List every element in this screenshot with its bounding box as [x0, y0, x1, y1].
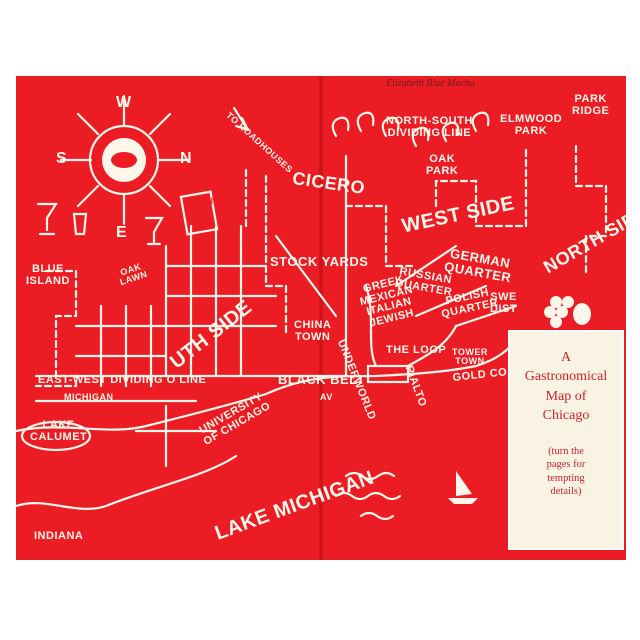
- compass-ring: [88, 124, 160, 196]
- card-line-a: A: [560, 350, 572, 365]
- lake-calumet-shape: [20, 420, 92, 452]
- card-line-chicago: Chicago: [542, 408, 590, 423]
- wine-glasses: [36, 202, 164, 246]
- label-stock-yards: STOCK YARDS: [270, 254, 369, 269]
- diagonal-roads: [232, 106, 518, 328]
- street-grid: [74, 224, 278, 468]
- label-indiana: INDIANA: [34, 530, 84, 542]
- compass-west: W: [116, 94, 132, 111]
- label-michigan-ave: MICHIGAN: [64, 392, 114, 402]
- city-boundary: [34, 144, 608, 388]
- lake-waves: [334, 471, 402, 521]
- map-drawing: [16, 94, 608, 521]
- title-card: A Gastronomical Map of Chicago (turn the…: [508, 330, 624, 550]
- grapes-icon: [544, 296, 591, 328]
- compass-rays: [59, 94, 190, 226]
- menu-label: MENU: [192, 196, 221, 206]
- label-black-belt: BLACK BELT: [278, 372, 366, 387]
- book-spine: [319, 76, 323, 560]
- map-cover: Elizabeth Blue Macha W S N E MENU TO ROA…: [16, 76, 626, 560]
- compass-south: S: [56, 150, 68, 167]
- card-line-map-of: Map of: [545, 388, 587, 404]
- label-the-loop: THE LOOP: [386, 344, 447, 356]
- card-line-gastronomical: Gastronomical: [524, 369, 608, 384]
- handwritten-note: Elizabeth Blue Macha: [386, 78, 475, 89]
- compass-north: N: [180, 150, 193, 167]
- compass-east: E: [116, 224, 128, 241]
- label-ave: AV: [320, 392, 333, 402]
- menu-card: [179, 190, 219, 236]
- shoreline-south: [16, 454, 238, 510]
- shoreline: [16, 344, 513, 433]
- sailboat-icon: [448, 471, 478, 504]
- card-note: (turn the pages for tempting details): [546, 445, 586, 498]
- river: [364, 284, 458, 368]
- roadhouse-arrow: [234, 116, 250, 132]
- label-east-west-line: EAST-WEST DIVIDING O LINE: [38, 374, 207, 386]
- roast: [111, 152, 137, 168]
- trees: [331, 111, 490, 148]
